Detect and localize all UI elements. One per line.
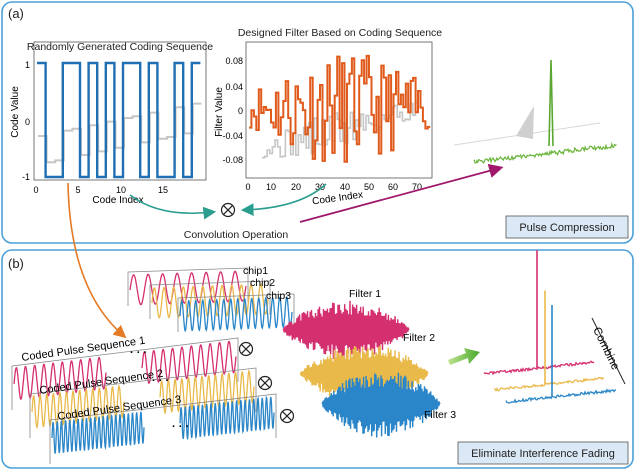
- eliminate-fading-box: [457, 441, 629, 465]
- chip1-frame: [127, 267, 249, 306]
- chip1-wave: [129, 270, 247, 306]
- sequence-3-wave-a: [51, 411, 145, 454]
- filter-1-label: Filter 1: [349, 288, 381, 300]
- panel-a-tag: (a): [8, 6, 24, 21]
- filter-ytick-neg0.08: -0.08: [222, 155, 243, 165]
- sequence-3-ellipsis: · · ·: [172, 421, 189, 433]
- panel-b-tag: (b): [8, 256, 24, 271]
- coding-chart-xlabel: Code Index: [92, 195, 143, 206]
- filter-chart-axes: [245, 41, 433, 179]
- coding-xtick-15: 15: [158, 185, 168, 195]
- coding-xtick-5: 5: [75, 185, 80, 195]
- conv-icon-2-cross: [259, 377, 271, 389]
- compressed-pulse-peak: [548, 59, 554, 147]
- chip2-label: chip2: [250, 277, 275, 289]
- filter-xtick-0: 0: [245, 182, 250, 192]
- chip2-frame: [149, 280, 271, 319]
- filter-ytick-neg0.04: -0.04: [222, 131, 243, 141]
- conv-icon-3-cross: [281, 410, 293, 422]
- sequence-1-frame: [11, 337, 239, 410]
- filter-xtick-40: 40: [340, 182, 350, 192]
- coding-ytick-1: 1: [25, 60, 30, 70]
- coding-xtick-10: 10: [116, 185, 126, 195]
- coding-sequence-trace: [37, 61, 201, 179]
- coding-xtick-0: 0: [33, 185, 38, 195]
- coded-pulse-sequences: [11, 337, 277, 464]
- sequence-1-wave-b: [141, 340, 237, 385]
- chip3-wave: [179, 295, 293, 333]
- pulse-compression-label: Pulse Compression: [519, 222, 614, 234]
- sequence-1-label: Coded Pulse Sequence 1: [21, 335, 146, 364]
- teal-arrow-from-filter: [240, 183, 327, 217]
- filter-2-label: Filter 2: [403, 332, 435, 344]
- sequence-2-ellipsis: · · ·: [152, 375, 169, 387]
- combined-trace-1-baseline: [483, 360, 595, 376]
- sequence-2-wave-a: [31, 384, 125, 430]
- filter-chart-title: Designed Filter Based on Coding Sequence: [238, 27, 442, 39]
- combined-trace-2-baseline: [493, 376, 605, 392]
- green-arrow: [448, 348, 480, 365]
- eliminate-fading-label: Eliminate Interference Fading: [471, 448, 615, 460]
- coding-chart-axes: [33, 41, 207, 181]
- purple-arrow-to-compression: [299, 163, 504, 223]
- convolution-operator-icon-cross: [222, 204, 234, 216]
- chip3-label: chip3: [266, 290, 291, 302]
- compressed-shadow-spike: [516, 106, 534, 139]
- convolution-operators-b: [238, 341, 295, 424]
- chip-stack: [127, 267, 295, 333]
- coding-chart-title: Randomly Generated Coding Sequence: [27, 41, 213, 53]
- sequence-1-ellipsis: · · ·: [130, 347, 147, 359]
- filter-trace-path: [249, 54, 431, 163]
- filter-ytick-0: 0: [238, 106, 243, 116]
- filter-ytick-0.08: 0.08: [225, 56, 243, 66]
- filter-3-label: Filter 3: [424, 409, 456, 421]
- teal-arrow-from-coding: [129, 194, 217, 220]
- sequence-1-wave-a: [13, 356, 107, 400]
- filter-xtick-50: 50: [364, 182, 374, 192]
- filter-xtick-60: 60: [388, 182, 398, 192]
- filter-chart-xlabel: Code Index: [312, 190, 364, 208]
- panel-a-frame: [1, 1, 634, 244]
- filter-2-burst: [299, 345, 429, 404]
- combined-trace-3-baseline: [505, 388, 617, 404]
- combine-label: Combine: [590, 325, 621, 372]
- filter-3-burst: [321, 372, 441, 438]
- filter-xtick-20: 20: [291, 182, 301, 192]
- filter-xtick-10: 10: [266, 182, 276, 192]
- combined-output-plot: [483, 250, 617, 404]
- compressed-pulse-noise: [473, 141, 617, 164]
- chip1-label: chip1: [243, 265, 268, 277]
- filter-xtick-70: 70: [412, 182, 422, 192]
- coding-sequence-path: [37, 61, 201, 179]
- orange-arrow-to-panel-b: [67, 182, 127, 339]
- panel-b-frame: [1, 249, 634, 469]
- convolution-label: Convolution Operation: [184, 229, 289, 241]
- conv-icon-1-cross: [240, 343, 252, 355]
- filter-ytick-0.04: 0.04: [225, 82, 243, 92]
- compressed-pulse-plot: [453, 59, 617, 164]
- chip3-frame: [177, 293, 295, 332]
- pulse-compression-box: [505, 215, 629, 239]
- sequence-3-frame: [49, 393, 277, 464]
- filter-trace: [249, 54, 431, 163]
- coding-chart-ylabel: Code Value: [10, 86, 21, 138]
- coding-ytick-neg1: -1: [22, 172, 30, 182]
- sequence-3-wave-b: [179, 395, 275, 441]
- filter-chart-ylabel: Filter Value: [214, 87, 225, 137]
- filter-xtick-30: 30: [315, 182, 325, 192]
- filter-1-burst: [282, 300, 410, 360]
- coding-chart: Randomly Generated Coding Sequence 1 0 -…: [10, 41, 213, 206]
- coding-ytick-0: 0: [25, 117, 30, 127]
- filter-bursts: [282, 300, 441, 438]
- sequence-2-wave-b: [159, 369, 255, 415]
- combine-bracket: [591, 317, 626, 385]
- filter-chart: Designed Filter Based on Coding Sequence…: [214, 27, 442, 208]
- green-noise-path: [473, 141, 617, 164]
- sequence-2-frame: [29, 367, 257, 438]
